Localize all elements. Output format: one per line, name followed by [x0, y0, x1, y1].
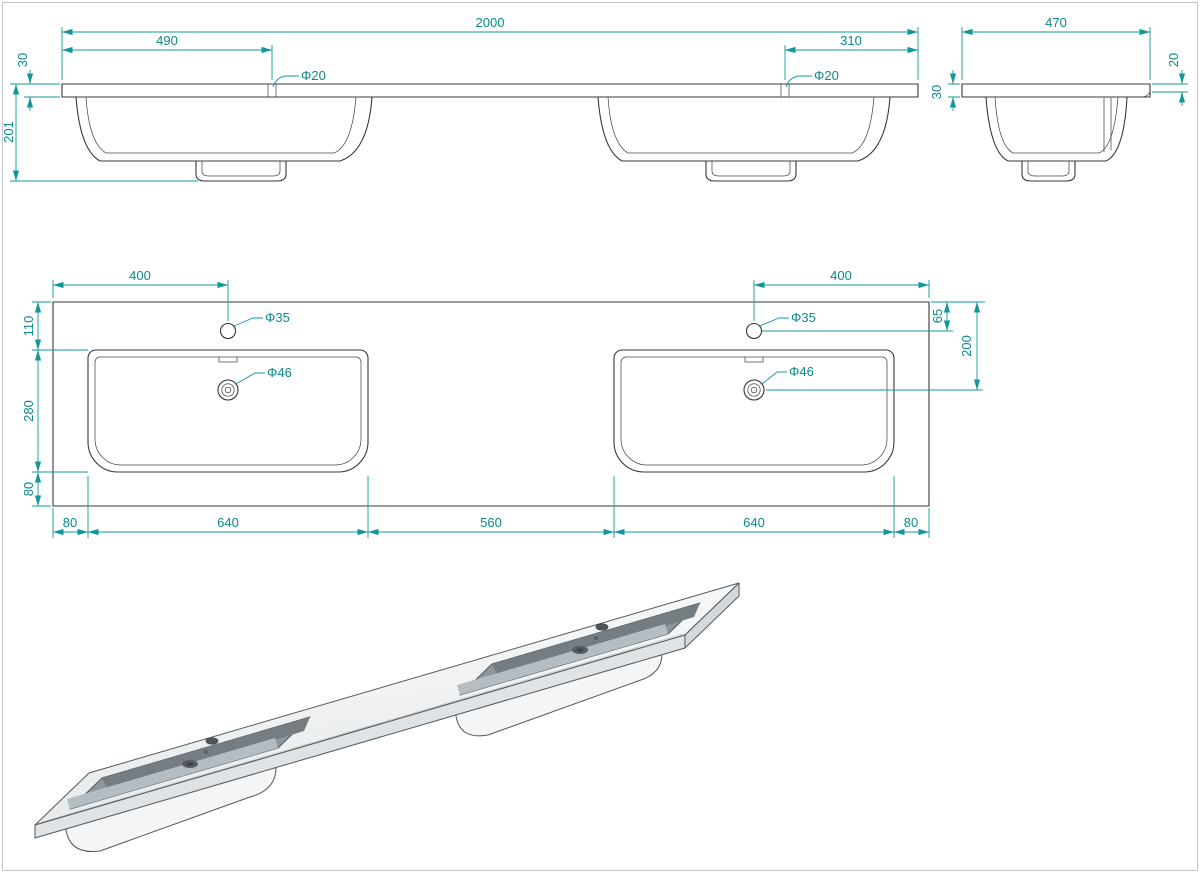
left-faucet-hole-section: [267, 83, 277, 98]
left-faucet-dia-leader-plan: [233, 317, 263, 327]
render-right-overflow-dot: [594, 636, 598, 640]
plan-view-dimensions: 400 400 Φ35 Φ35 Φ46 Φ46 110 280 80 65 20…: [21, 268, 985, 538]
plan-bottom-extensions: [52, 476, 930, 538]
render-right-end-face: [684, 582, 740, 649]
side-basin-profile-outer: [985, 96, 1128, 162]
dim-right-faucet-dia: Φ35: [791, 310, 816, 325]
dim-basin-side-width: 280: [21, 400, 36, 422]
countertop-outline: [52, 301, 930, 507]
side-section-view: 470 30 20: [929, 15, 1188, 182]
render-left-faucet-hole: [205, 737, 219, 745]
render-left-overflow-dot: [204, 750, 208, 754]
dim-left-faucet-from-left: 400: [129, 268, 151, 283]
left-drain-trap-outer: [195, 160, 287, 182]
dim-left-faucet-offset: 490: [156, 33, 178, 48]
plan-view: 400 400 Φ35 Φ35 Φ46 Φ46 110 280 80 65 20…: [21, 268, 985, 538]
dim-right-drain-dia: Φ46: [789, 364, 814, 379]
left-faucet-hole: [219, 322, 237, 340]
left-basin-outline: [87, 349, 369, 473]
dim-left-faucet-hole-dia: Φ20: [301, 68, 326, 83]
countertop-profile: [61, 83, 919, 98]
side-basin-profile-inner: [994, 96, 1119, 154]
render-right-faucet-hole: [595, 623, 609, 631]
left-basin-profile-outer: [75, 96, 373, 162]
dim-extension-lines-top: [61, 27, 919, 80]
dim-right-faucet-offset: 310: [840, 33, 862, 48]
left-drain-dia-leader: [235, 372, 265, 385]
side-countertop-profile: [961, 83, 1151, 98]
dim-total-height: 201: [1, 121, 16, 143]
render-left-basin-cavity: [67, 716, 311, 810]
left-drain-hole: [217, 379, 239, 401]
right-drain-trap-outer: [705, 160, 797, 182]
dim-basin-to-front-edge: 80: [21, 482, 36, 496]
right-basin-profile-outer: [597, 96, 891, 162]
dim-left-margin: 80: [63, 515, 77, 530]
perspective-render: [34, 582, 740, 853]
right-faucet-hole-section: [780, 83, 790, 98]
right-drain-dia-leader: [761, 371, 787, 385]
side-drain-trap-inner: [1027, 160, 1070, 177]
side-view-object: [961, 83, 1151, 182]
plan-view-object: [52, 301, 930, 507]
side-drain-trap-outer: [1021, 160, 1076, 182]
render-right-basin-frontwall: [457, 624, 668, 695]
dim-edge-to-drain-center: 200: [959, 335, 974, 357]
dim-left-faucet-dia: Φ35: [265, 310, 290, 325]
front-view-dimensions: 2000 490 310 Φ20 Φ20 30 201: [1, 15, 919, 182]
left-basin-inner-outline: [94, 356, 362, 466]
dim-depth: 470: [1045, 15, 1067, 30]
dim-depth-extensions: [961, 27, 1151, 80]
dim-left-basin-length: 640: [217, 515, 239, 530]
dim-right-faucet-hole-dia: Φ20: [814, 68, 839, 83]
right-basin-inner-outline: [620, 356, 888, 466]
dim-edge-to-faucet-center: 65: [930, 309, 945, 323]
right-faucet-dia-leader: [785, 75, 812, 88]
right-basin-profile-inner: [607, 96, 875, 154]
right-faucet-hole: [745, 322, 763, 340]
right-faucet-dia-leader-plan: [759, 317, 789, 327]
dim-right-margin: 80: [904, 515, 918, 530]
side-view-dimensions: 470 30 20: [929, 15, 1188, 111]
plan-top-extensions: [52, 280, 930, 321]
dim-back-edge-to-basin: 110: [21, 316, 36, 337]
dim-side-top-thickness: 30: [929, 85, 944, 99]
side-overflow-channel: [1103, 97, 1112, 153]
front-view-object: [61, 83, 919, 182]
plan-left-extensions: [32, 301, 88, 507]
dim-right-faucet-from-right: 400: [830, 268, 852, 283]
left-overflow-notch: [218, 356, 238, 363]
right-basin-outline: [613, 349, 895, 473]
dim-left-drain-dia: Φ46: [267, 365, 292, 380]
dim-right-basin-length: 640: [743, 515, 765, 530]
right-drain-trap-inner: [711, 160, 791, 177]
left-drain-trap-inner: [201, 160, 281, 177]
render-front-edge-highlight: [41, 633, 684, 823]
right-drain-hole: [743, 379, 765, 401]
dim-front-edge-thickness: 20: [1166, 53, 1181, 67]
left-basin-profile-inner: [85, 96, 357, 154]
front-elevation-view: 2000 490 310 Φ20 Φ20 30 201: [1, 15, 919, 182]
render-right-basin-cavity: [457, 602, 701, 696]
dim-center-gap: 560: [480, 515, 502, 530]
dim-overall-width: 2000: [476, 15, 505, 30]
left-faucet-dia-leader: [272, 75, 299, 88]
render-left-basin-frontwall: [67, 738, 278, 809]
side-front-lip: [1142, 91, 1151, 98]
right-overflow-notch: [744, 356, 764, 363]
dim-top-thickness: 30: [15, 53, 30, 67]
